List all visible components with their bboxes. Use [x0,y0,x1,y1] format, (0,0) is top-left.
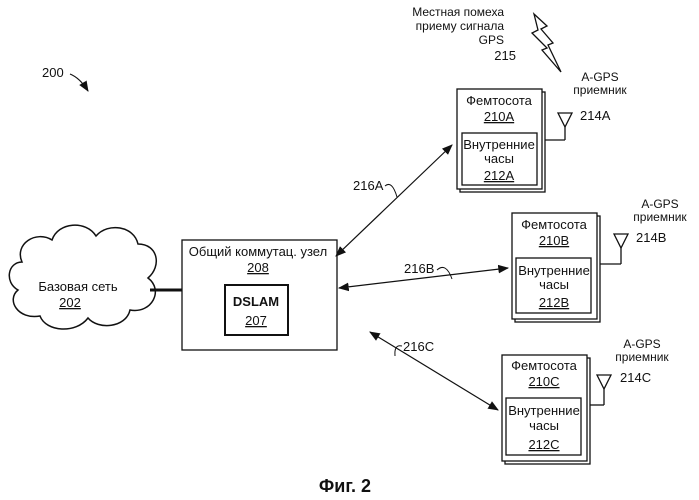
link-216b-ref: 216B [404,261,434,276]
gps-b-line-1: A-GPS [641,197,678,211]
clock-b-line-1: Внутренние [518,263,590,278]
clock-b-line-2: часы [539,277,569,292]
switch-node-label: Общий коммутац. узел [189,244,327,259]
antenna-b-icon [600,234,628,264]
gps-a-line-2: приемник [573,83,627,97]
interference-line-2: приему сигнала [416,19,505,33]
femtocell-b-label: Фемтосота [521,217,587,232]
antenna-c-icon [590,375,611,405]
core-network-cloud [9,225,156,329]
clock-c-line-1: Внутренние [508,403,580,418]
clock-a-line-1: Внутренние [463,137,535,152]
core-network-ref: 202 [59,295,81,310]
dslam-label: DSLAM [233,294,279,309]
gps-a-ref: 214A [580,108,611,123]
link-216c-ref: 216C [403,339,434,354]
interference-line-3: GPS [479,33,504,47]
dslam-ref: 207 [245,313,267,328]
femtocell-c-ref: 210C [528,374,559,389]
femtocell-b: Фемтосота 210B Внутренние часы 212B [512,213,600,322]
gps-c-ref: 214C [620,370,651,385]
interference-ref: 215 [494,48,516,63]
core-network-label: Базовая сеть [38,279,118,294]
clock-c-ref: 212C [528,437,559,452]
figure-ref-label: 200 [42,65,64,80]
femtocell-b-ref: 210B [539,233,569,248]
antenna-a-icon [545,113,572,140]
clock-a-ref: 212A [484,168,515,183]
femtocell-a-ref: 210A [484,109,515,124]
femtocell-a: Фемтосота 210A Внутренние часы 212A [457,89,545,192]
link-216b-leader [437,267,452,279]
figure-ref-arrow [70,74,88,91]
femtocell-c-label: Фемтосота [511,358,577,373]
clock-c-line-2: часы [529,418,559,433]
gps-a-line-1: A-GPS [581,70,618,84]
link-216a-arrow [336,145,452,256]
gps-b-ref: 214B [636,230,666,245]
link-216a-leader [385,184,397,197]
interference-line-1: Местная помеха [412,5,504,19]
gps-b-line-2: приемник [633,210,687,224]
gps-c-line-2: приемник [615,350,669,364]
interference-annotation: Местная помеха приему сигнала GPS 215 [412,5,516,63]
clock-b-ref: 212B [539,295,569,310]
femtocell-a-label: Фемтосота [466,93,532,108]
clock-a-line-2: часы [484,151,514,166]
lightning-icon [532,14,561,72]
femtocell-c: Фемтосота 210C Внутренние часы 212C [502,355,590,464]
link-216a-ref: 216A [353,178,384,193]
figure-caption: Фиг. 2 [319,476,371,496]
switch-node-ref: 208 [247,260,269,275]
gps-c-line-1: A-GPS [623,337,660,351]
